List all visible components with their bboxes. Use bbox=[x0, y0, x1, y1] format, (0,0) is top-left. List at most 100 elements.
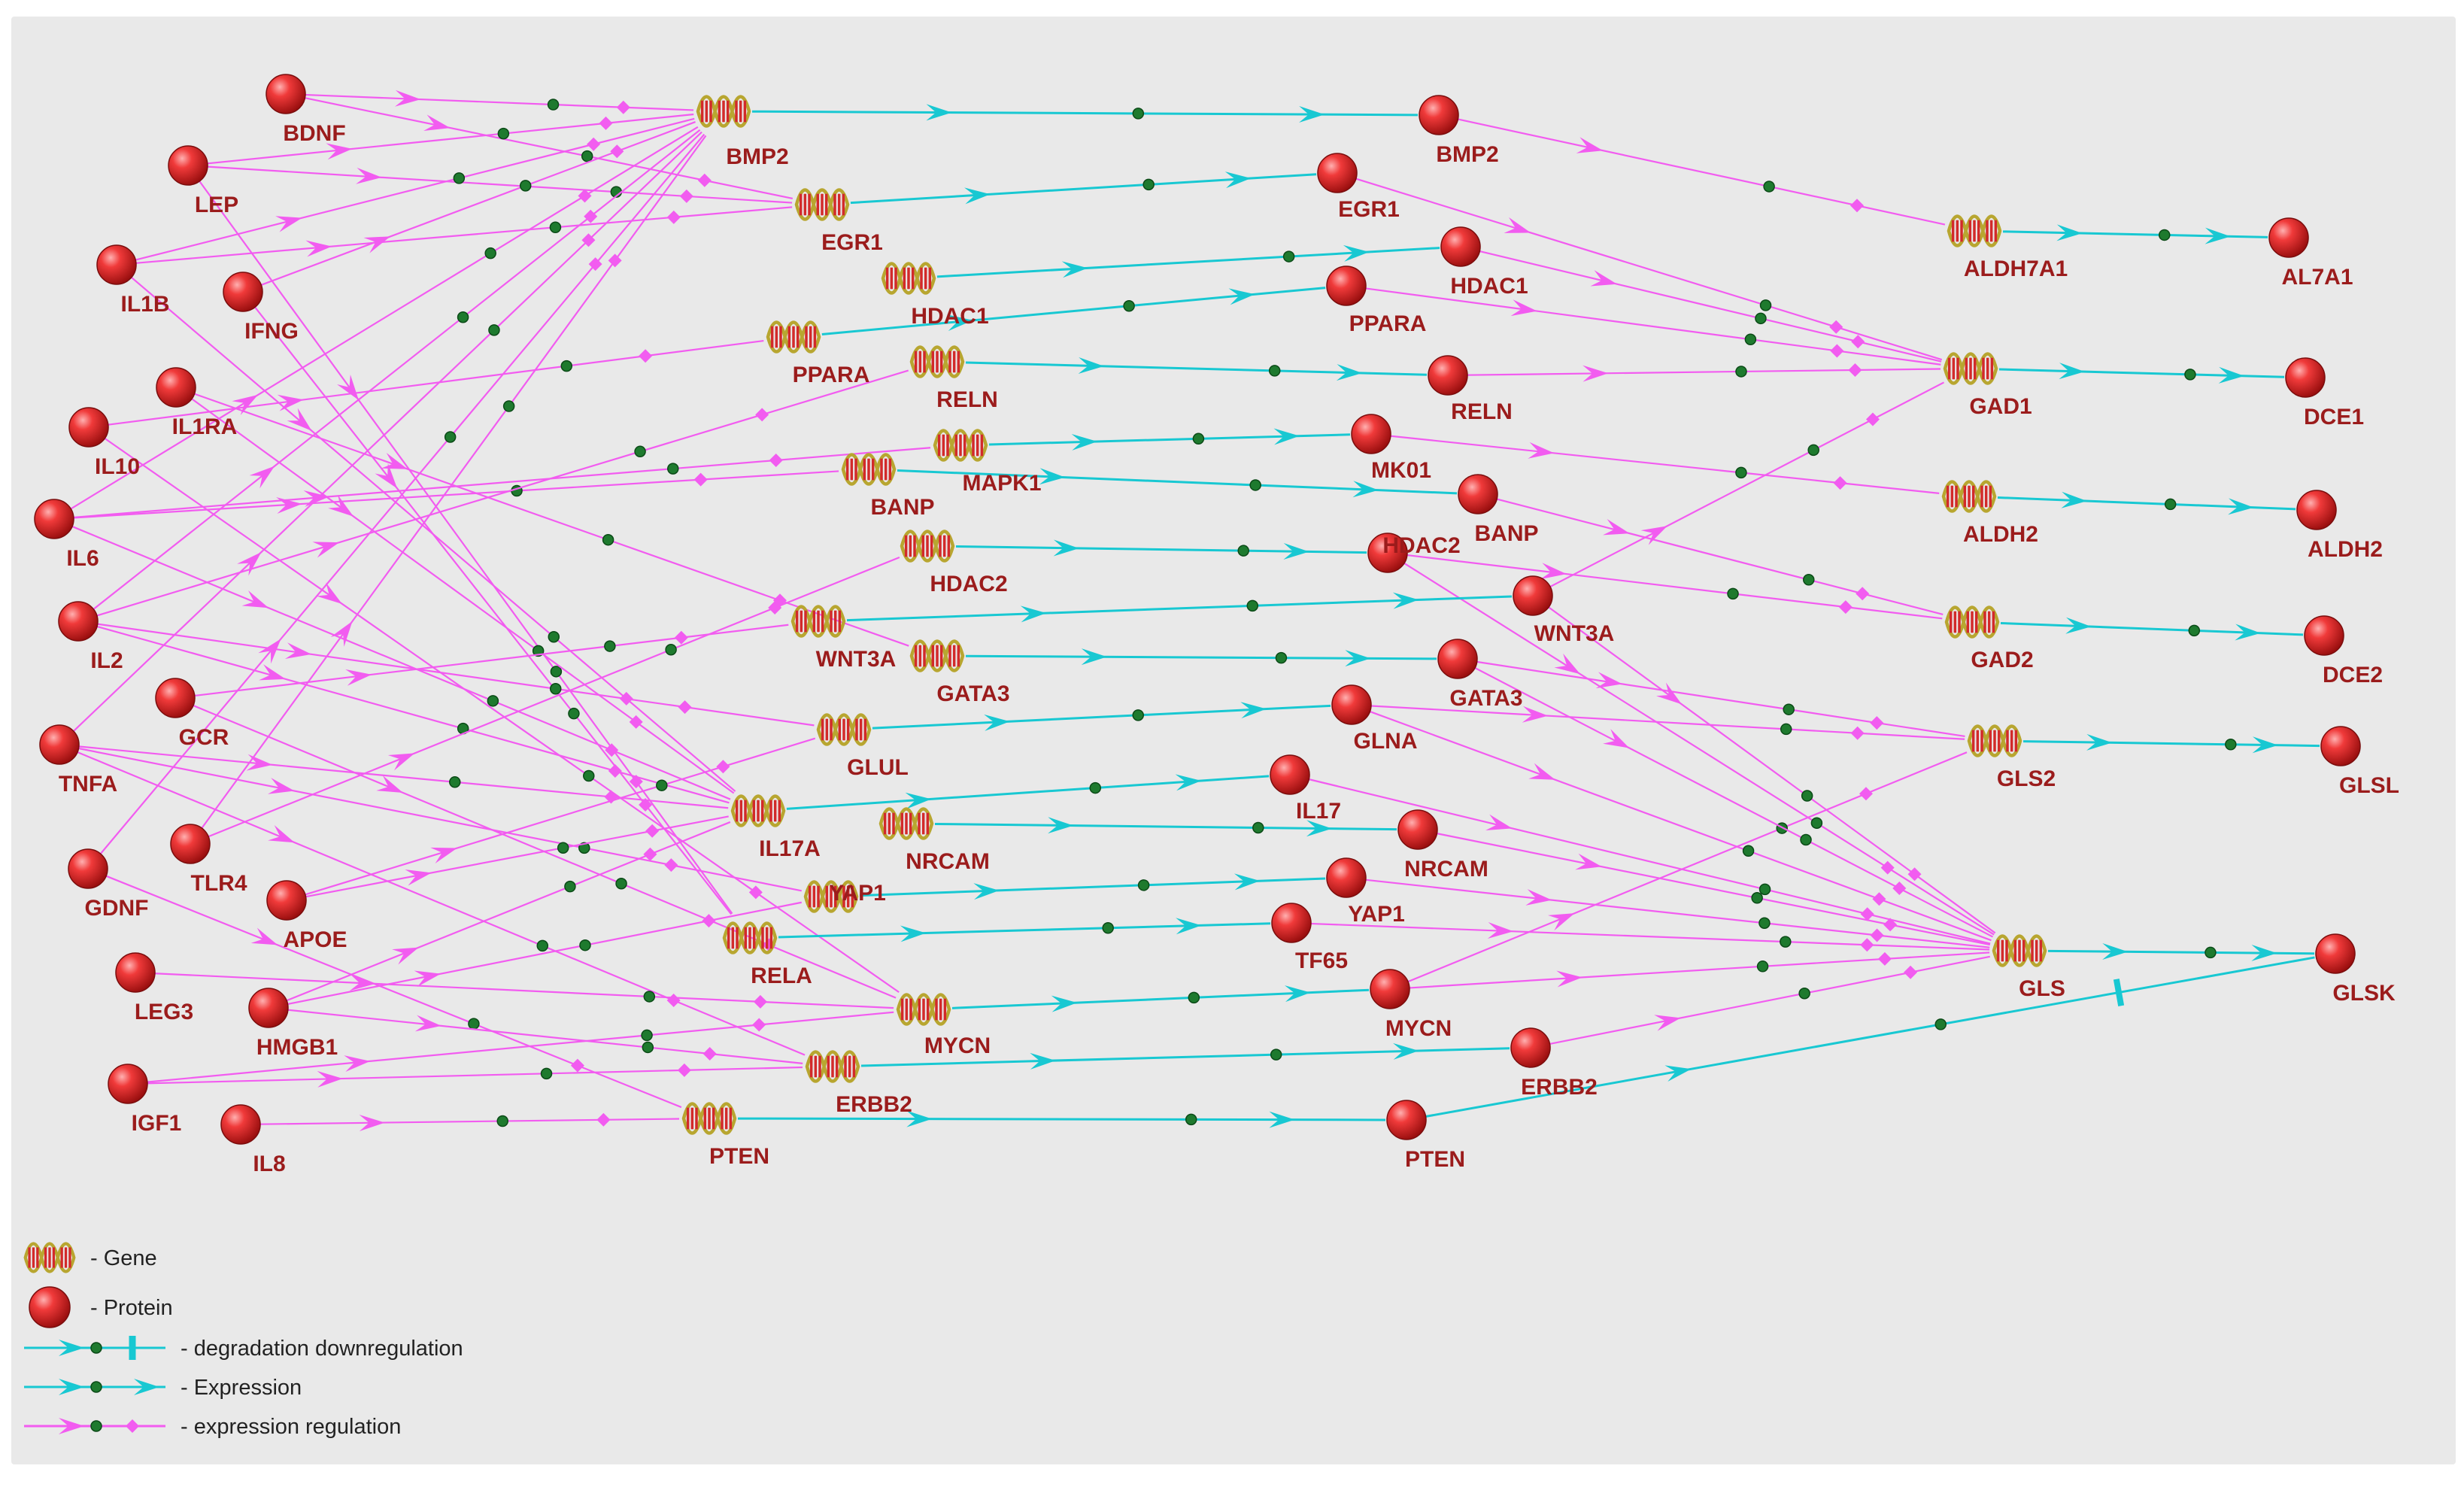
edge-line bbox=[190, 397, 735, 794]
edge-line bbox=[153, 973, 894, 1009]
edge-arrow bbox=[1336, 364, 1363, 381]
gene-icon bbox=[1992, 934, 2047, 967]
edge-diamond bbox=[1872, 892, 1886, 906]
edge-line bbox=[1424, 956, 2315, 1118]
legend-arrow bbox=[59, 1418, 84, 1434]
edge-arrow bbox=[356, 167, 382, 184]
edge-midpoint-dot bbox=[642, 1041, 654, 1054]
node-label: IL17A bbox=[759, 836, 821, 861]
expression-edge-g_banp-p_banp bbox=[897, 468, 1458, 498]
edge-arrow bbox=[1030, 1052, 1056, 1070]
protein-icon bbox=[1271, 903, 1312, 943]
edge-arrow bbox=[984, 714, 1010, 731]
edge-midpoint-dot bbox=[581, 150, 593, 162]
gene-icon bbox=[896, 993, 951, 1026]
edge-midpoint-dot bbox=[519, 180, 532, 192]
edge-diamond bbox=[716, 760, 730, 774]
edge-line bbox=[133, 117, 695, 262]
edge-midpoint-dot bbox=[656, 779, 668, 791]
edge-arrow bbox=[1485, 814, 1513, 831]
expression-edge-g_glul-p_glna bbox=[872, 702, 1331, 731]
edge-midpoint-dot bbox=[496, 1115, 508, 1127]
protein-icon bbox=[1326, 857, 1367, 898]
edge-line bbox=[1354, 178, 1943, 361]
edge-arrow bbox=[1590, 270, 1618, 287]
edge-diamond bbox=[1850, 199, 1865, 213]
edge-diamond bbox=[1892, 882, 1907, 896]
edge-midpoint-dot bbox=[1742, 845, 1755, 857]
edge-midpoint-dot bbox=[1798, 987, 1810, 1000]
edge-arrow bbox=[1576, 137, 1604, 153]
edge-arrow bbox=[1020, 605, 1047, 623]
node-label: ERBB2 bbox=[1521, 1075, 1598, 1100]
edge-midpoint-dot bbox=[2225, 739, 2237, 751]
node-g-gls: GLS bbox=[1992, 934, 2065, 1001]
node-label: IL17 bbox=[1296, 799, 1341, 824]
node-label: HDAC1 bbox=[911, 304, 988, 329]
helix-strand bbox=[2001, 724, 2022, 757]
helix-strand bbox=[915, 262, 936, 295]
edge-midpoint-dot bbox=[453, 172, 466, 184]
edge-midpoint-dot bbox=[457, 311, 469, 323]
legend-label: - expression regulation bbox=[181, 1415, 401, 1439]
edge-line bbox=[68, 126, 699, 511]
expression-regulation-edge-p_il2-g_glul bbox=[96, 623, 815, 727]
legend-label: - Expression bbox=[181, 1376, 302, 1400]
helix-strand bbox=[56, 1242, 76, 1273]
edge-diamond bbox=[1860, 907, 1874, 921]
expression-edge-g_pten-p_pten bbox=[737, 1110, 1386, 1128]
node-p-leg3: LEG3 bbox=[115, 952, 193, 1024]
node-p-pten: PTEN bbox=[1386, 1100, 1465, 1172]
node-label: LEG3 bbox=[135, 1000, 193, 1024]
edge-diamond bbox=[605, 743, 619, 757]
node-p-igf1: IGF1 bbox=[108, 1064, 181, 1136]
node-p-il1b: IL1B bbox=[96, 244, 170, 317]
edge-arrow bbox=[312, 542, 340, 558]
edge-line bbox=[71, 470, 839, 519]
node-g-yap1: YAP1 bbox=[803, 880, 886, 913]
node-p-bdnf: BDNF bbox=[266, 74, 346, 146]
expression-regulation-edge-p_apoe-g_glul bbox=[303, 737, 816, 897]
expression-regulation-edge-p_tlr4-g_hdac2 bbox=[206, 556, 900, 839]
edge-diamond bbox=[1870, 928, 1884, 942]
node-g-mapk1: MAPK1 bbox=[933, 429, 1042, 496]
expression-edge-g_mycn-p_mycn bbox=[951, 985, 1370, 1012]
edge-arrow bbox=[1582, 365, 1609, 382]
edge-line bbox=[1475, 660, 1965, 738]
edge-midpoint-dot bbox=[568, 707, 580, 720]
edge-arrow bbox=[2218, 366, 2244, 384]
edge-line bbox=[284, 821, 731, 1003]
edge-arrow bbox=[423, 114, 451, 131]
edge-line bbox=[1407, 951, 1990, 989]
edge-arrow bbox=[2205, 227, 2231, 244]
edge-midpoint-dot bbox=[1123, 299, 1135, 312]
expression-regulation-edge-p_yap1-g_gls bbox=[1364, 879, 1990, 948]
edge-midpoint-dot bbox=[1188, 991, 1200, 1004]
edge-line bbox=[1546, 605, 1996, 934]
edge-line bbox=[1309, 922, 1990, 951]
node-p-il10: IL10 bbox=[68, 407, 140, 479]
edge-midpoint-dot bbox=[1800, 833, 1812, 846]
legend-item-expression: - Expression bbox=[24, 1376, 302, 1400]
edge-line bbox=[1368, 710, 1992, 942]
edge-midpoint-dot bbox=[1268, 365, 1281, 377]
protein-icon bbox=[156, 367, 196, 408]
edge-line bbox=[1478, 250, 1942, 363]
edge-arrow bbox=[1640, 526, 1667, 545]
helix-strand bbox=[967, 429, 988, 462]
expression-edge-g_gls-p_glsk bbox=[2047, 943, 2315, 961]
edge-arrow bbox=[376, 775, 403, 794]
edge-midpoint-dot bbox=[643, 991, 656, 1003]
edge-arrow bbox=[345, 669, 372, 686]
expression-edge-g_wnt3a-p_wnt3a bbox=[846, 592, 1513, 623]
edge-arrow bbox=[268, 825, 295, 843]
node-g-nrcam: NRCAM bbox=[878, 807, 990, 874]
protein-icon bbox=[34, 499, 74, 539]
node-label: PTEN bbox=[709, 1144, 769, 1169]
node-label: GCR bbox=[179, 725, 229, 750]
node-g-rela: RELA bbox=[722, 921, 812, 988]
expression-regulation-edge-p_il6-g_bmp2 bbox=[68, 126, 699, 511]
edge-line bbox=[103, 436, 900, 994]
edge-midpoint-dot bbox=[1137, 879, 1150, 891]
expression-regulation-edge-p_wnt3a-g_gls bbox=[1546, 605, 1996, 934]
